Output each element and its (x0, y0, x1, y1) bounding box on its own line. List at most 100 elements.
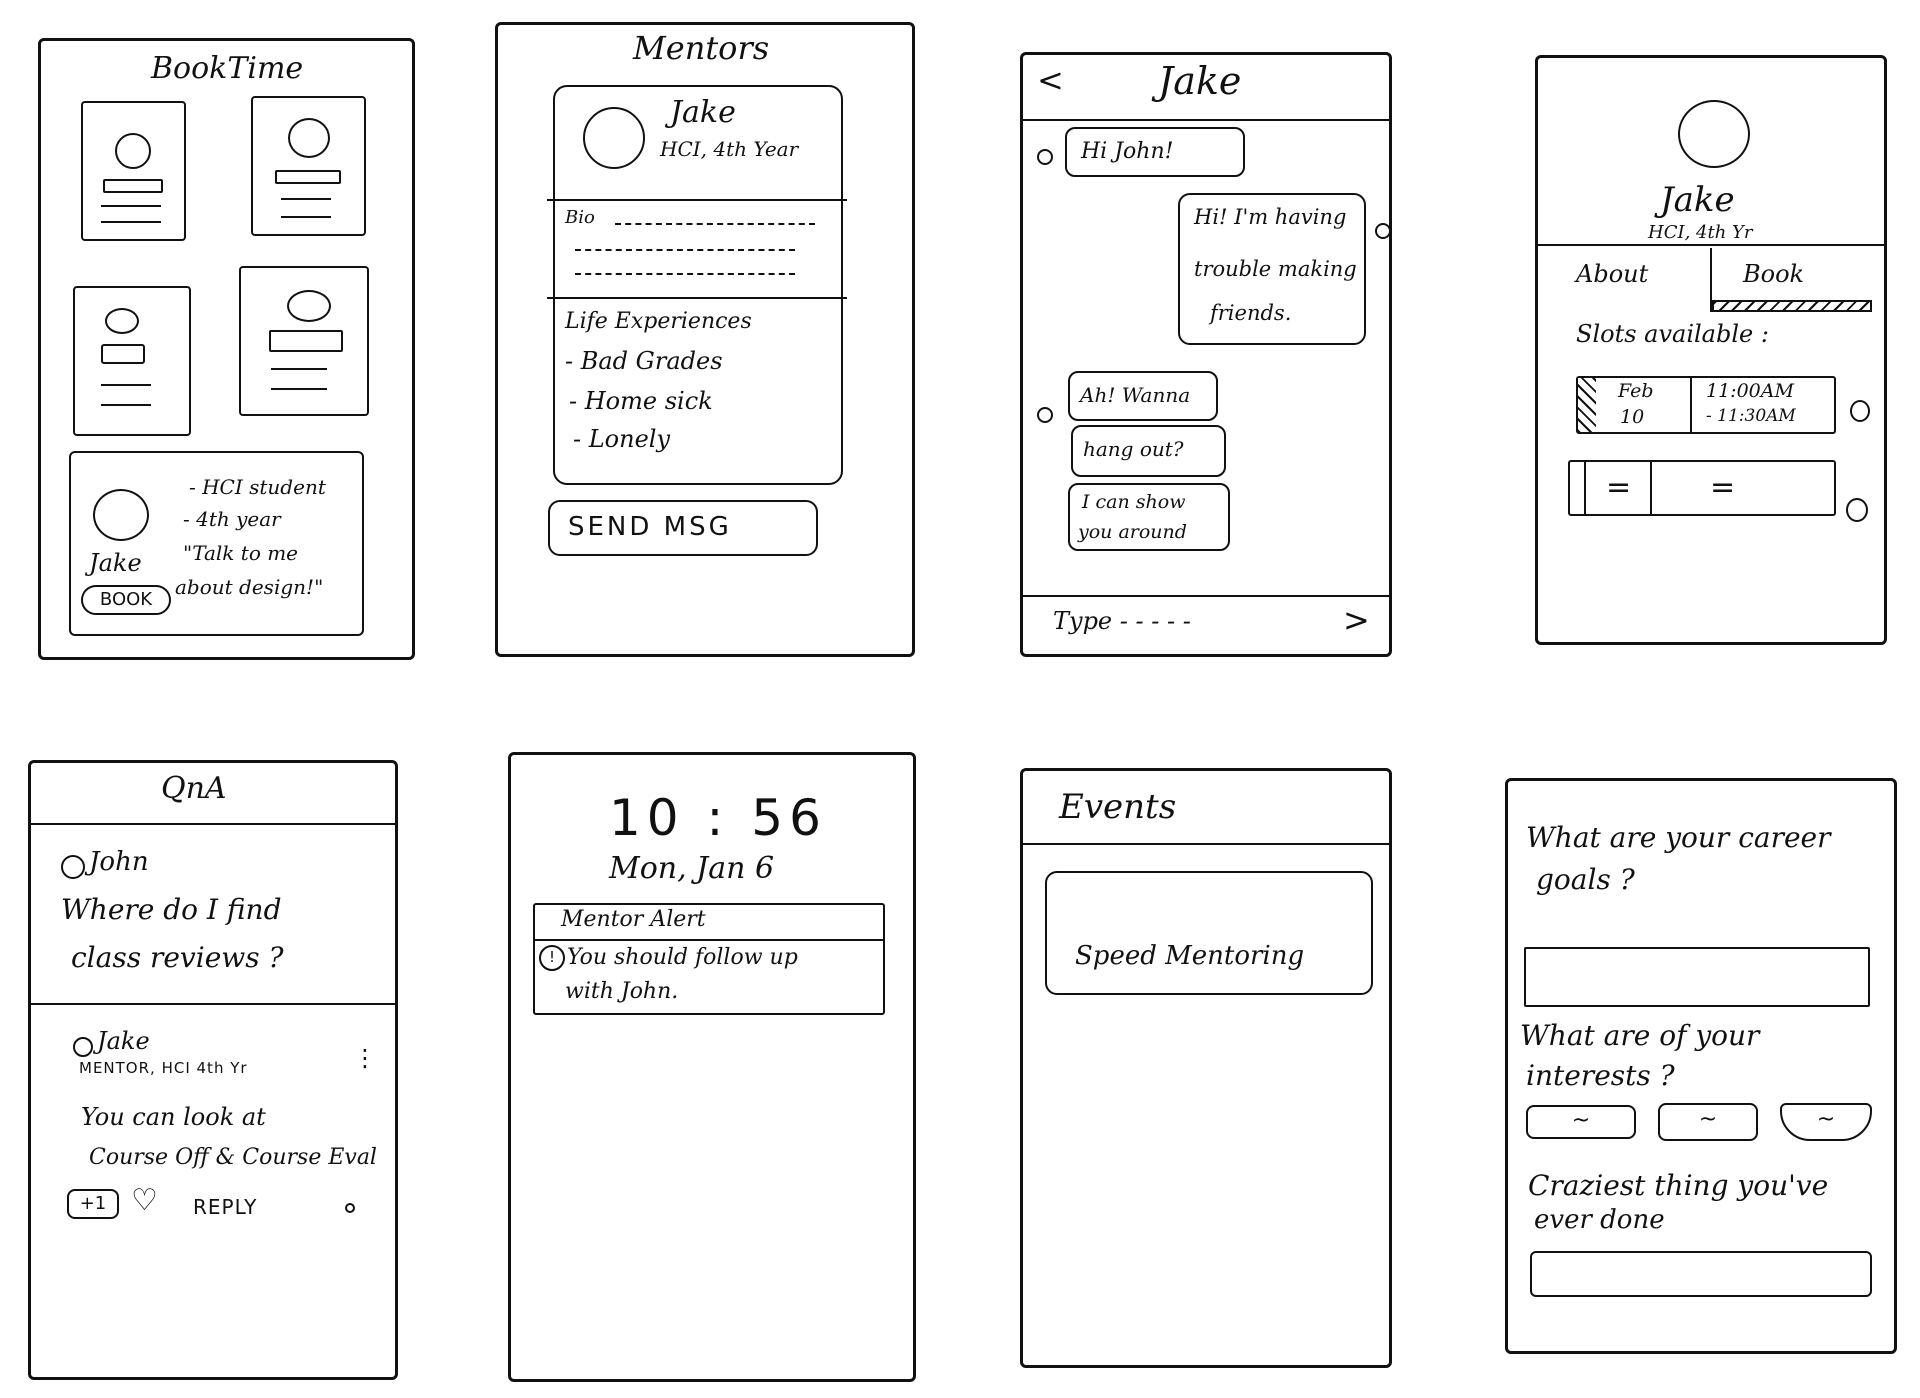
screen-booktime: BookTime Jake BOOK - HCI student - 4th y… (38, 38, 415, 660)
message-bubble: Hi John! (1065, 127, 1245, 177)
screen-title: Mentors (633, 29, 770, 67)
answerer-name: Jake (97, 1027, 150, 1055)
craziest-thing-question-1: Craziest thing you've (1528, 1169, 1829, 1202)
mentor-card[interactable] (239, 266, 369, 416)
message-bubble: hang out? (1071, 425, 1226, 477)
avatar (1678, 100, 1750, 168)
tab-about[interactable]: About (1576, 260, 1649, 288)
send-msg-button[interactable]: SEND MSG (548, 500, 818, 556)
avatar (583, 107, 645, 169)
answerer-role: MENTOR, HCI 4th Yr (79, 1059, 248, 1077)
reply-button[interactable]: REPLY (193, 1195, 258, 1219)
avatar (287, 290, 331, 322)
time-slot[interactable]: = = (1568, 460, 1836, 516)
notification-title: Mentor Alert (561, 907, 706, 932)
send-msg-label: SEND MSG (568, 512, 732, 542)
screen-events: Events Speed Mentoring (1020, 768, 1392, 1368)
screen-onboarding: What are your career goals ? What are of… (1505, 778, 1897, 1354)
experience-item: - Home sick (569, 387, 713, 415)
mentor-sub: HCI, 4th Yr (1648, 222, 1753, 243)
mentor-sub: HCI, 4th Year (660, 137, 799, 161)
chat-title: Jake (1158, 59, 1242, 103)
send-icon[interactable]: > (1343, 601, 1370, 639)
screen-chat: < Jake Hi John! Hi! I'm having trouble m… (1020, 52, 1392, 657)
mentor-card[interactable] (251, 96, 366, 236)
book-button[interactable]: BOOK (81, 585, 171, 615)
plus-one-button[interactable]: +1 (67, 1189, 119, 1219)
avatar (61, 855, 85, 879)
tab-book[interactable]: Book (1743, 260, 1805, 288)
interest-chip[interactable]: ~ (1526, 1105, 1636, 1139)
tab-book-active-indicator (1712, 300, 1872, 312)
time-slot[interactable]: Feb 10 11:00AM - 11:30AM (1576, 376, 1836, 434)
screen-title: Events (1059, 787, 1177, 827)
avatar (288, 118, 330, 158)
slot-date: 10 (1620, 406, 1645, 428)
featured-mentor-card[interactable]: Jake BOOK - HCI student - 4th year "Talk… (69, 451, 364, 636)
screen-book: Jake HCI, 4th Yr About Book Slots availa… (1535, 55, 1887, 645)
back-icon[interactable]: < (1037, 61, 1064, 99)
mentor-card[interactable] (81, 101, 186, 241)
notification-text-1: You should follow up (567, 945, 798, 970)
quote-line-1: "Talk to me (183, 541, 299, 565)
screen-title: BookTime (151, 51, 304, 86)
bullet-major: - HCI student (189, 475, 326, 499)
alert-icon: ! (539, 945, 565, 971)
avatar (105, 308, 139, 334)
slots-label: Slots available : (1576, 320, 1769, 348)
screen-mentors: Mentors Jake HCI, 4th Year Bio Life Expe… (495, 22, 915, 657)
mentor-profile-card: Jake HCI, 4th Year Bio Life Experiences … (547, 85, 847, 485)
notification-text-2: with John. (565, 979, 679, 1004)
mentor-name: Jake (1660, 180, 1735, 220)
career-goals-input[interactable] (1524, 947, 1870, 1007)
career-goals-question-1: What are your career (1526, 821, 1831, 854)
more-options-icon[interactable]: ⋮ (353, 1044, 377, 1072)
bullet-year: - 4th year (183, 507, 281, 531)
mentor-name: Jake (670, 95, 736, 130)
event-card[interactable]: Speed Mentoring (1045, 871, 1373, 995)
life-experiences-heading: Life Experiences (565, 309, 752, 334)
interest-chip[interactable]: ~ (1658, 1103, 1758, 1141)
notification-card[interactable]: Mentor Alert ! You should follow up with… (533, 903, 885, 1015)
avatar (1037, 407, 1053, 423)
avatar (1037, 149, 1053, 165)
answer-line-1: You can look at (81, 1103, 266, 1131)
book-button-label: BOOK (99, 589, 153, 610)
bio-label: Bio (565, 207, 595, 228)
interest-chip[interactable]: ~ (1780, 1103, 1872, 1141)
slot-time: - 11:30AM (1706, 406, 1796, 426)
question-line-2: class reviews ? (71, 941, 284, 974)
craziest-thing-question-2: ever done (1534, 1205, 1665, 1235)
avatar (1375, 223, 1391, 239)
mentor-card[interactable] (73, 286, 191, 436)
experience-item: - Lonely (573, 425, 671, 453)
screen-title: QnA (161, 771, 227, 806)
avatar (73, 1037, 93, 1057)
message-bubble: Hi! I'm having trouble making friends. (1178, 193, 1366, 345)
message-input[interactable]: Type - - - - - (1053, 607, 1191, 635)
slot-date: Feb (1618, 380, 1654, 402)
asker-name: John (89, 847, 149, 877)
slot-radio[interactable] (1846, 498, 1868, 522)
clock-date: Mon, Jan 6 (609, 851, 775, 886)
quote-line-2: about design!" (175, 575, 324, 599)
message-bubble: I can show you around (1068, 483, 1230, 551)
screen-lock: 10 : 56 Mon, Jan 6 Mentor Alert ! You sh… (508, 752, 916, 1382)
avatar (93, 489, 149, 541)
question-line-1: Where do I find (61, 893, 282, 926)
slot-date: = (1606, 470, 1632, 505)
slot-radio[interactable] (1850, 400, 1870, 422)
slot-time: = (1710, 470, 1736, 505)
craziest-thing-input[interactable] (1530, 1251, 1872, 1297)
message-bubble: Ah! Wanna (1068, 371, 1218, 421)
event-name: Speed Mentoring (1075, 941, 1305, 971)
interests-question-2: interests ? (1526, 1059, 1675, 1092)
screen-qna: QnA John Where do I find class reviews ?… (28, 760, 398, 1380)
heart-icon[interactable]: ♡ (131, 1183, 158, 1218)
mentor-name: Jake (89, 549, 142, 577)
slot-time: 11:00AM (1706, 380, 1794, 402)
career-goals-question-2: goals ? (1536, 863, 1635, 896)
interests-question-1: What are of your (1520, 1019, 1760, 1052)
experience-item: - Bad Grades (565, 347, 723, 375)
clock-time: 10 : 56 (609, 789, 827, 847)
